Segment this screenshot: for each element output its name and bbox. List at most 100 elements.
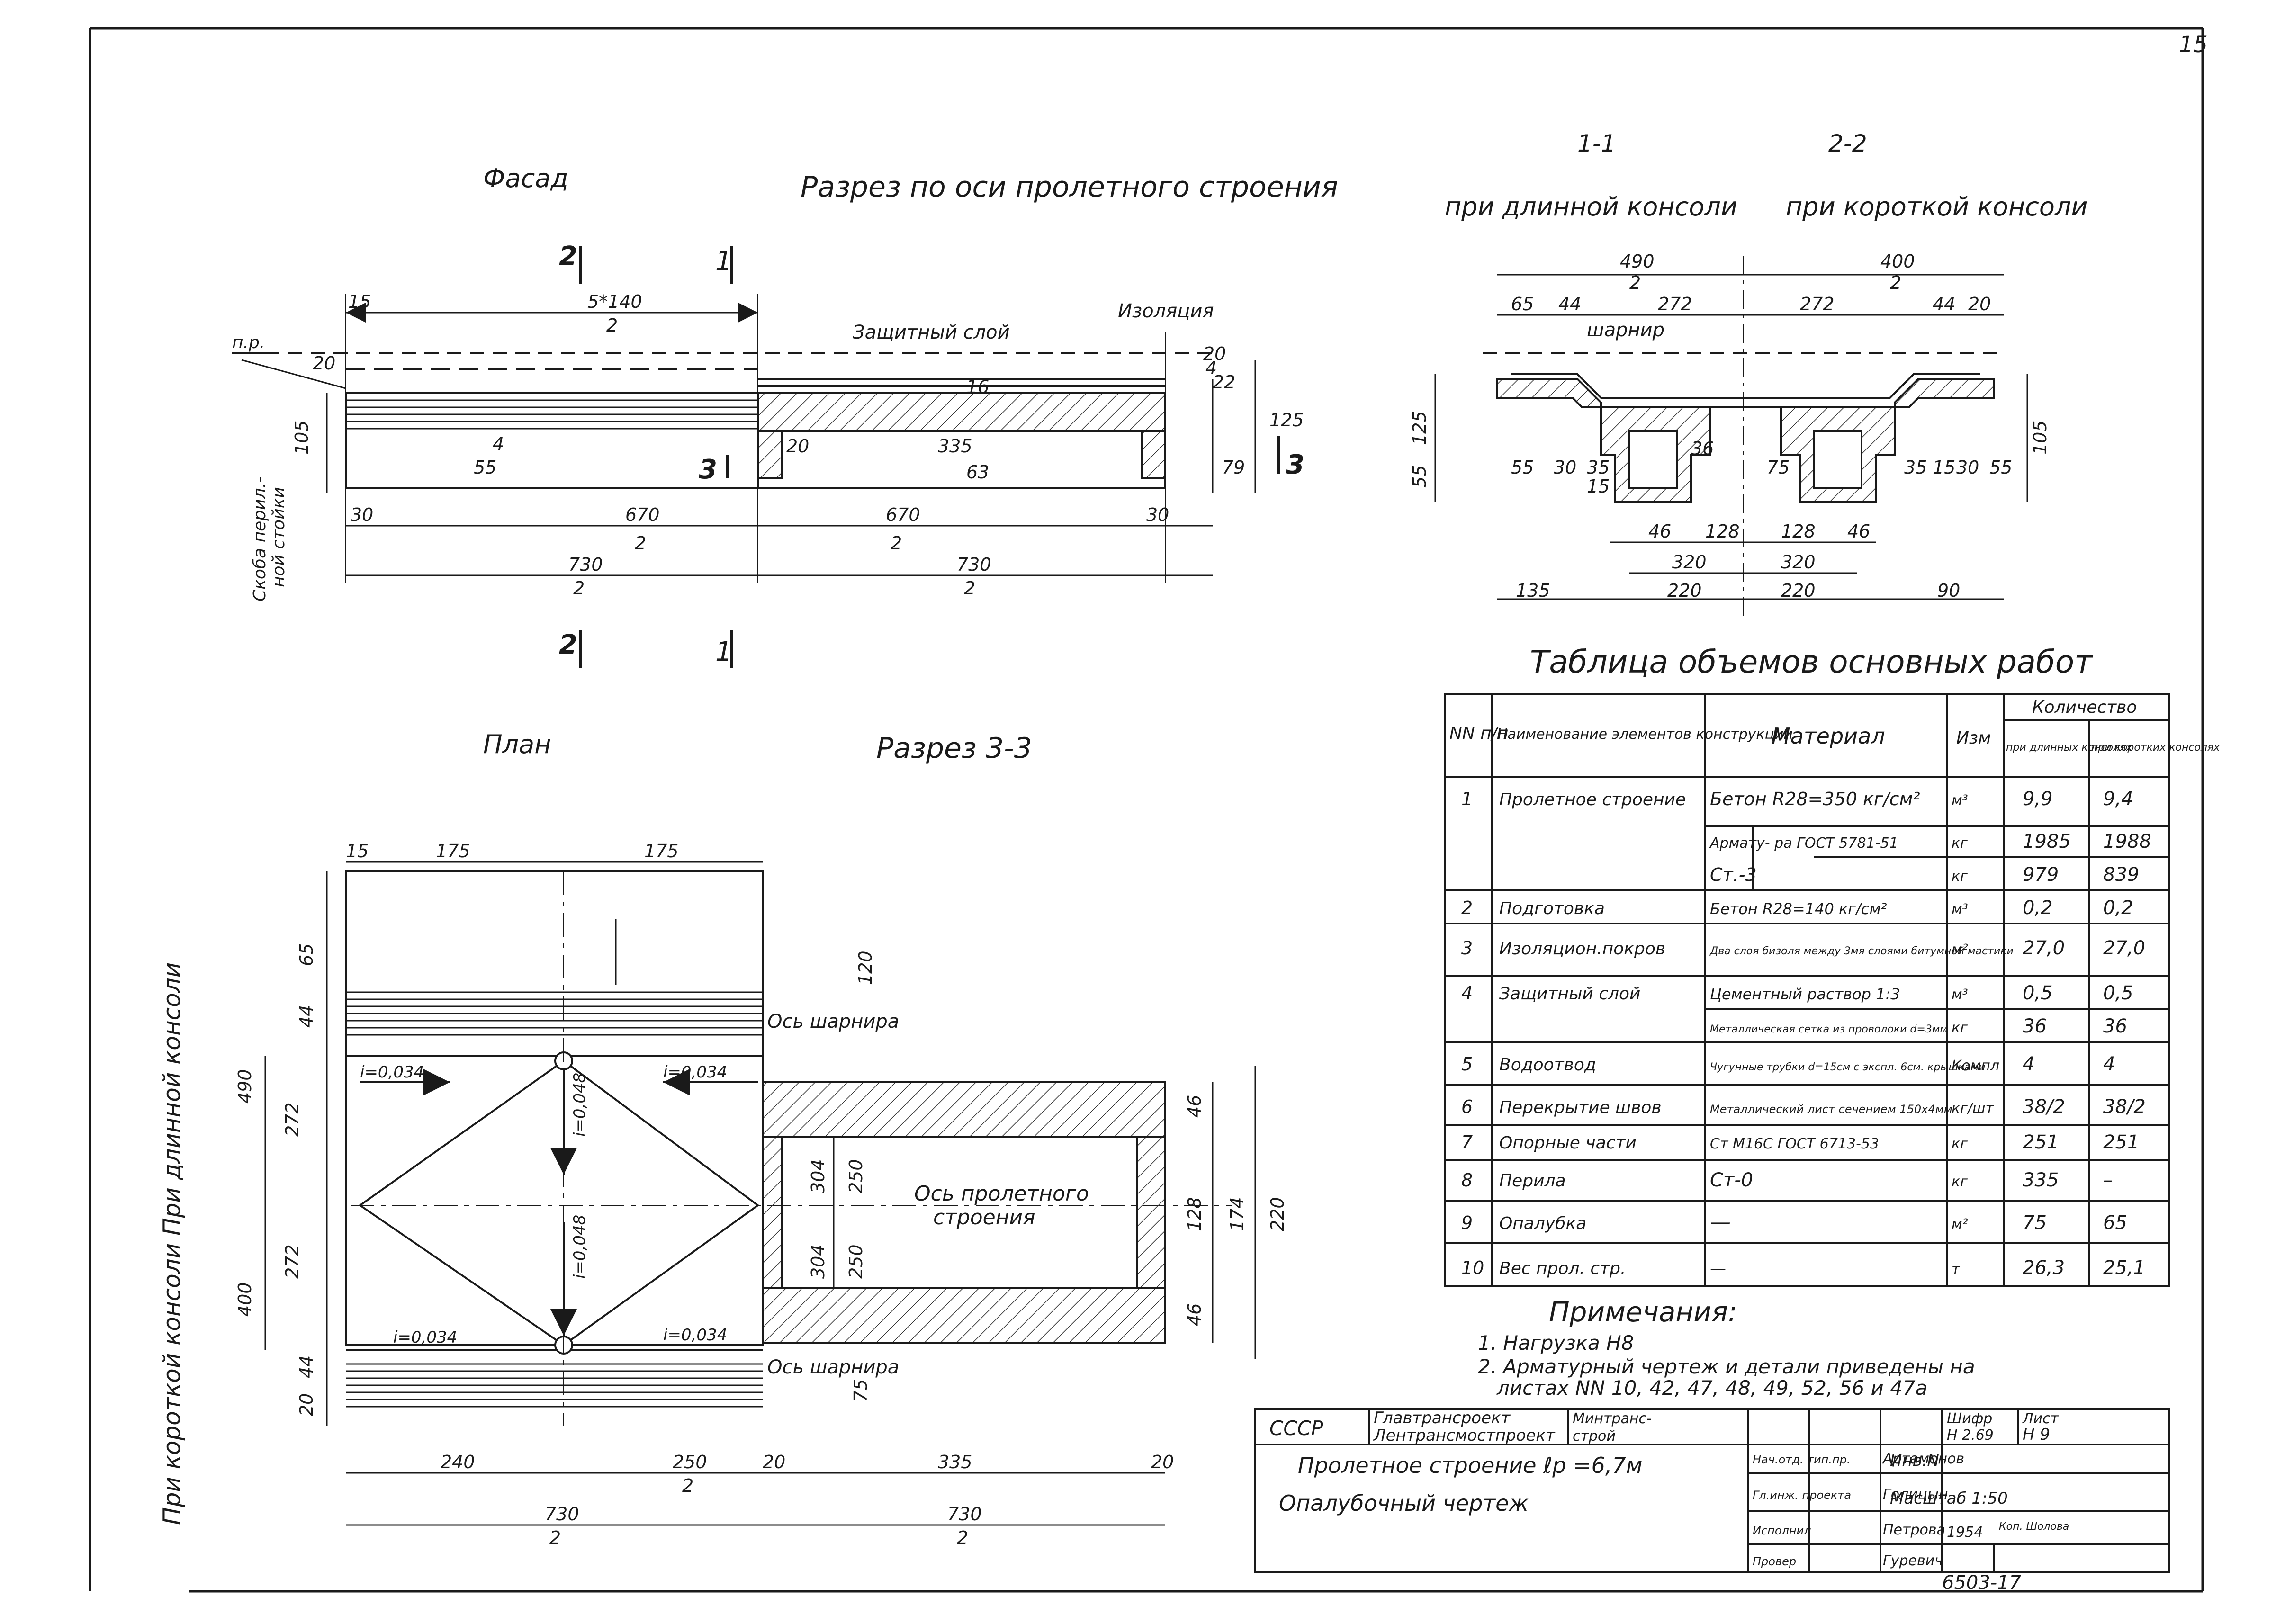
table-cell-name: Перекрытие швов <box>1499 1098 1662 1117</box>
table-cell-unit: т <box>1952 1261 1961 1278</box>
slope-mid-bottom: i=0,048 <box>570 1215 589 1279</box>
dim-facade-4: 4 <box>493 433 504 454</box>
title-block: СССР Главтрансроект Лентрансмостпроект М… <box>1254 1408 2170 1594</box>
side-label: При короткой консоли При длинной консоли <box>158 962 186 1525</box>
dim-plan-20c: 20 <box>1151 1452 1174 1472</box>
dim-facade-2e: 2 <box>964 578 975 599</box>
short-cantilever-title: при короткой консоли <box>1786 192 2087 222</box>
table-cell-name: Опалубка <box>1499 1214 1586 1233</box>
table-cell-material: Армату- ра ГОСТ 5781-51 <box>1709 835 1898 852</box>
dim-facade-4b: 4 <box>1205 358 1217 378</box>
dim-plan-272a: 272 <box>282 1102 303 1137</box>
table-cell-name: Защитный слой <box>1499 984 1640 1004</box>
table-cell-material: Два слоя бизоля между 3мя слоями битумно… <box>1709 945 2014 957</box>
protective-layer-label: Защитный слой <box>853 322 1010 343</box>
dim-cross-490: 490 <box>1620 251 1655 272</box>
dim-plan-304a: 304 <box>808 1159 828 1193</box>
table-cell-nn: 1 <box>1461 789 1473 809</box>
stamp-title1: Пролетное строение ℓр =6,7м <box>1298 1453 1642 1478</box>
table-cell-short: 0,5 <box>2103 982 2133 1004</box>
table-cell-nn: 4 <box>1461 983 1473 1004</box>
span-axis-1: Ось пролетного <box>914 1182 1089 1206</box>
table-cell-long: 0,5 <box>2023 982 2053 1004</box>
table-cell-unit: Компл <box>1952 1058 1999 1074</box>
dim-facade-730b: 730 <box>957 554 991 575</box>
stamp-role: Провер <box>1753 1555 1796 1568</box>
dim-plan-65: 65 <box>296 943 317 966</box>
table-cell-unit: кг/шт <box>1952 1100 1994 1117</box>
dim-facade-20: 20 <box>313 353 335 374</box>
dim-facade-79: 79 <box>1222 457 1245 478</box>
facade-drawing <box>232 246 1280 668</box>
stamp-role: Гл.инж. проекта <box>1753 1489 1851 1502</box>
dim-plan-490: 490 <box>234 1069 255 1104</box>
dim-cross-44b: 44 <box>1933 294 1955 314</box>
dim-cross-30a: 30 <box>1554 457 1576 478</box>
cross-section-drawing <box>1434 256 2028 620</box>
table-cell-unit: кг <box>1952 1020 1968 1036</box>
plan-title: План <box>483 729 551 759</box>
table-cell-unit: м³ <box>1952 792 1968 809</box>
table-cell-nn: 10 <box>1461 1257 1484 1278</box>
dim-facade-2a: 2 <box>606 315 618 336</box>
dim-cross-135: 135 <box>1516 580 1550 601</box>
table-cell-unit: м³ <box>1952 901 1968 918</box>
dim-plan-46a: 46 <box>1184 1095 1205 1118</box>
table-cell-material: Бетон R28=350 кг/см² <box>1710 789 1920 809</box>
table-cell-unit: м³ <box>1952 987 1968 1003</box>
dim-plan-175b: 175 <box>644 841 679 861</box>
dim-plan-2b: 2 <box>549 1527 561 1548</box>
dim-cross-90: 90 <box>1937 580 1960 601</box>
table-cell-long: 979 <box>2023 864 2059 886</box>
table-cell-material: Бетон R28=140 кг/см² <box>1710 900 1887 918</box>
cut-marker-3-right: 3 <box>1286 449 1304 480</box>
dim-plan-250a: 250 <box>846 1159 866 1193</box>
facade-title: Фасад <box>483 163 568 193</box>
dim-facade-63: 63 <box>966 462 989 483</box>
works-table: Таблица объемов основных работ N <box>1444 644 2220 1287</box>
note-2b: листах NN 10, 42, 47, 48, 49, 52, 56 и 4… <box>1496 1376 1927 1400</box>
dim-cross-44a: 44 <box>1558 294 1581 314</box>
stamp-cipher-label: Шифр <box>1947 1410 1992 1427</box>
dim-plan-272b: 272 <box>282 1244 303 1279</box>
section-22-title: 2-2 <box>1828 130 1867 157</box>
cut-marker-1-bottom: 1 <box>715 637 732 667</box>
stamp-title2: Опалубочный чертеж <box>1279 1490 1529 1516</box>
dim-cross-15a: 15 <box>1587 476 1610 497</box>
dim-cross-125a: 125 <box>1409 411 1430 445</box>
stamp-ussr: СССР <box>1269 1417 1323 1440</box>
table-cell-long: 27,0 <box>2023 937 2065 959</box>
dim-cross-30b: 30 <box>1956 457 1979 478</box>
stamp-cipher: Н 2.69 <box>1947 1427 1994 1444</box>
dim-plan-46b: 46 <box>1184 1303 1205 1326</box>
table-cell-name: Опорные части <box>1499 1133 1637 1153</box>
table-cell-short: 4 <box>2103 1053 2115 1075</box>
table-cell-short: 0,2 <box>2103 897 2133 919</box>
table-cell-material: Ст М16С ГОСТ 6713-53 <box>1710 1136 1879 1152</box>
dim-plan-220: 220 <box>1267 1197 1288 1231</box>
dim-cross-55b: 55 <box>1511 457 1534 478</box>
facade-labels: Фасад Разрез по оси пролетного строения … <box>232 163 1338 667</box>
railing-label-1: Скоба перил.- <box>250 476 270 601</box>
dim-cross-400: 400 <box>1880 251 1915 272</box>
table-title: Таблица объемов основных работ <box>1530 644 2094 680</box>
slope-top-right: i=0,034 <box>663 1063 727 1082</box>
dim-cross-220a: 220 <box>1667 580 1702 601</box>
dim-facade-2b: 2 <box>635 533 646 554</box>
table-cell-short: 9,4 <box>2103 788 2133 810</box>
table-cell-unit: кг <box>1952 1136 1968 1152</box>
stamp-code: 6503-17 <box>1942 1572 2022 1594</box>
dim-plan-250b: 250 <box>846 1244 866 1279</box>
table-cell-nn: 2 <box>1461 897 1473 918</box>
stamp-ministry2: строй <box>1573 1428 1616 1445</box>
stamp-scale: Масштаб 1:50 <box>1890 1489 2008 1508</box>
table-cell-material: Цементный раствор 1:3 <box>1710 985 1900 1003</box>
table-cell-nn: 5 <box>1461 1054 1473 1075</box>
dim-plan-44b: 44 <box>296 1355 317 1378</box>
table-cell-long: 36 <box>2023 1015 2047 1037</box>
dim-plan-240: 240 <box>441 1452 475 1472</box>
th-unit: Изм <box>1956 728 1991 748</box>
hinge-axis-top: Ось шарнира <box>767 1011 899 1032</box>
